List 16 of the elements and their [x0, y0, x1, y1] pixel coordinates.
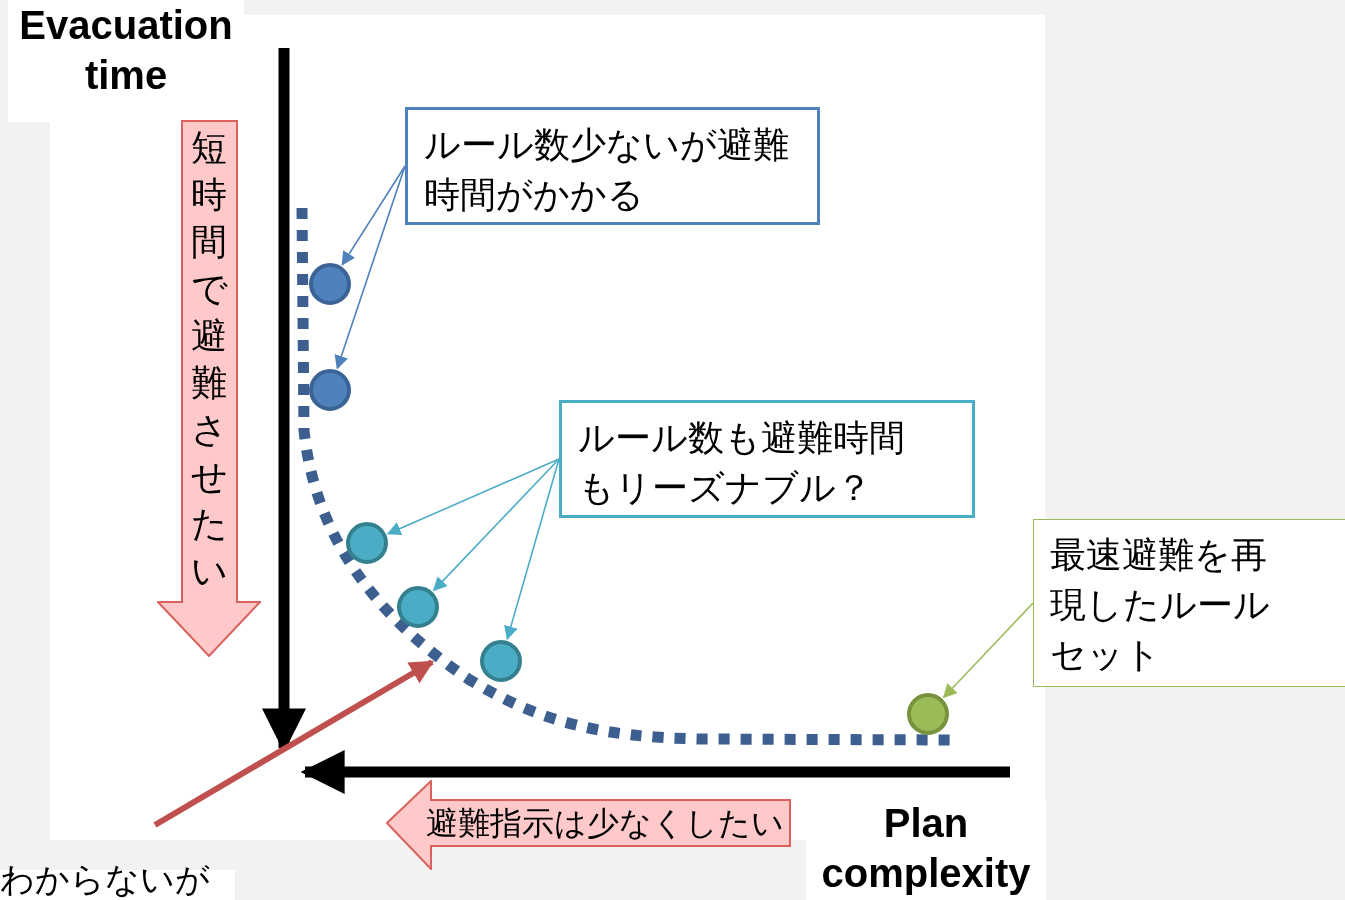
- note-text: わからないが: [0, 858, 211, 900]
- callout-box: ルール数少ないが避難時間がかかる: [405, 107, 820, 225]
- arrow: [341, 165, 406, 266]
- block-arrow: [386, 780, 791, 870]
- axis-label: Plan complexity: [820, 800, 1032, 897]
- arrow: [334, 165, 406, 370]
- arrow-text: 避難指示は少なくしたい: [426, 803, 784, 844]
- callout-box: 最速避難を再現したルールセット: [1033, 519, 1345, 687]
- block-arrow: [157, 120, 261, 657]
- arrow: [504, 458, 560, 641]
- arrow: [942, 602, 1034, 699]
- arrow: [386, 458, 560, 536]
- arrow: [432, 458, 560, 592]
- arrow-text: 短時間で避難させたい: [189, 126, 229, 593]
- axis-label: Evacuation time: [18, 2, 234, 99]
- callout-box: ルール数も避難時間もリーズナブル？: [559, 400, 975, 518]
